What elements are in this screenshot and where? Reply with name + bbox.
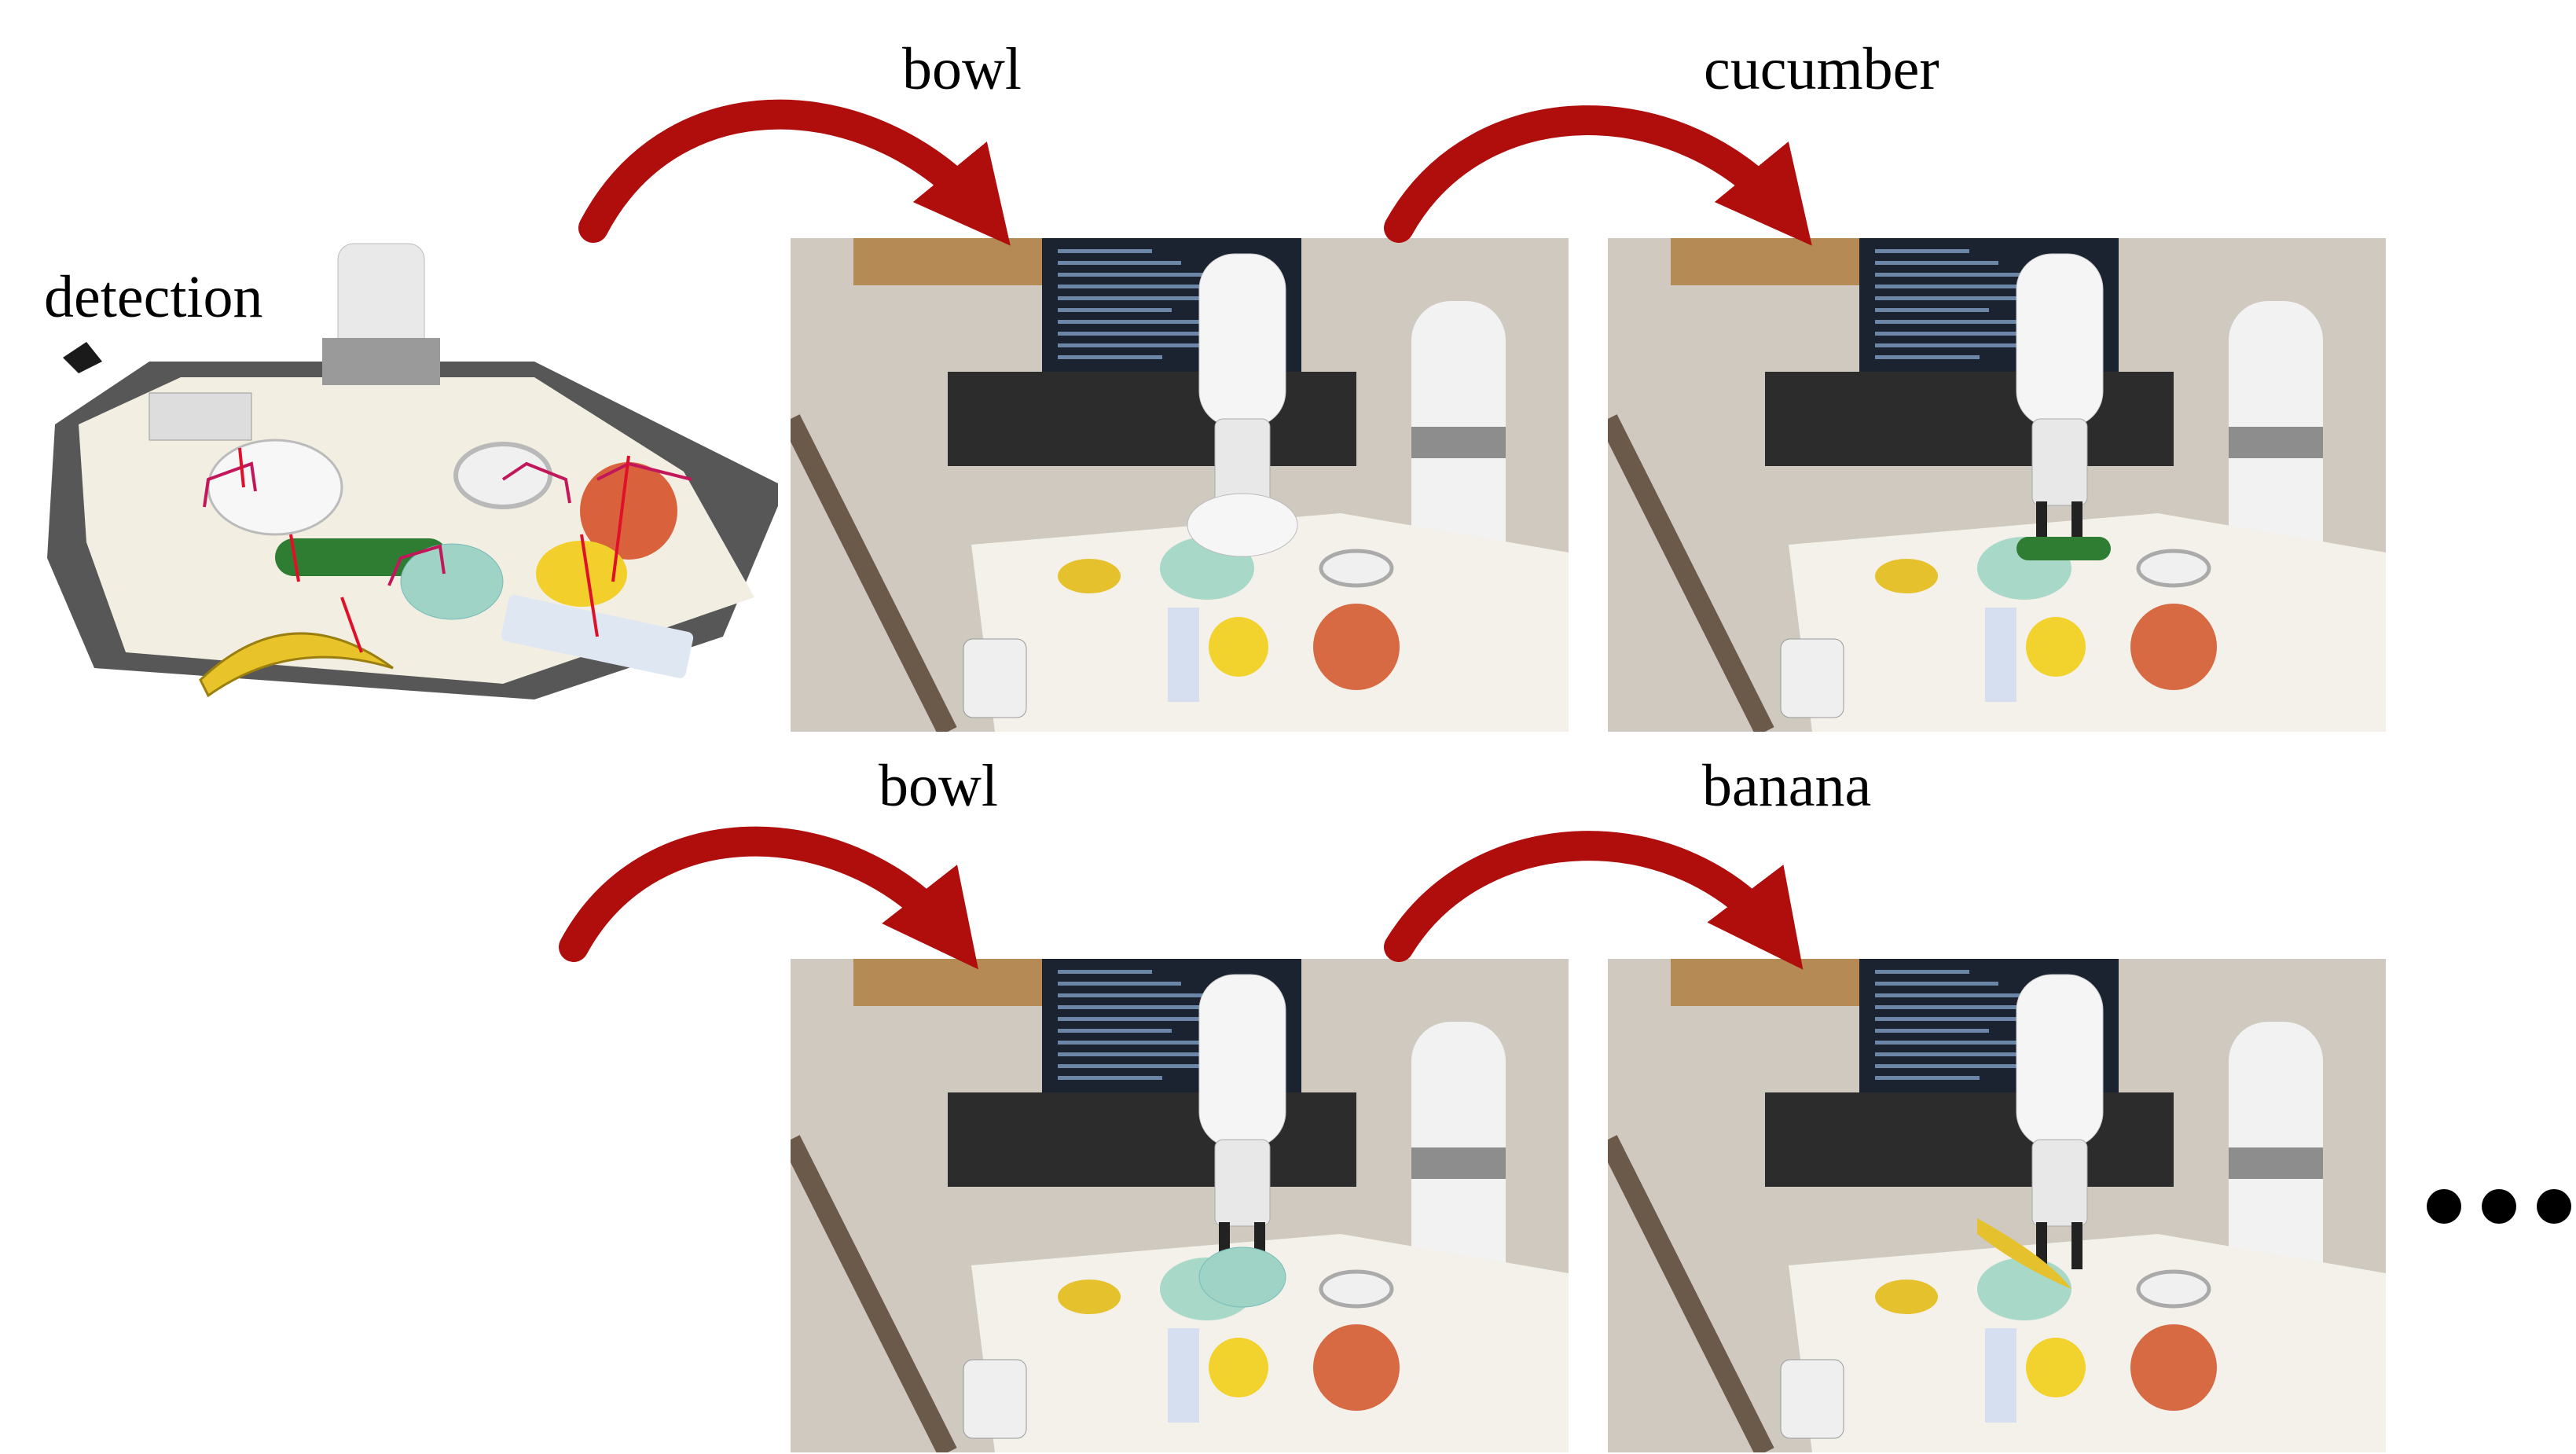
label-step2: cucumber (1704, 36, 1939, 102)
arrow-to-step2 (1384, 105, 1812, 246)
label-step1: bowl (902, 36, 1022, 102)
scene-photo-step1 (791, 238, 1569, 732)
label-step3: bowl (879, 753, 998, 819)
scene-photo-step3 (791, 959, 1569, 1452)
scene-photo-step2 (1608, 238, 2386, 732)
detection-pointcloud-image (31, 228, 778, 739)
label-detection: detection (44, 264, 263, 330)
arrow-to-step3 (559, 826, 978, 970)
label-step4: banana (1702, 753, 1872, 819)
arrow-to-step1 (578, 99, 1011, 246)
scene-photo-step4 (1608, 959, 2386, 1452)
arrow-to-step4 (1384, 831, 1804, 970)
ellipsis-dots-icon (2427, 1189, 2571, 1224)
